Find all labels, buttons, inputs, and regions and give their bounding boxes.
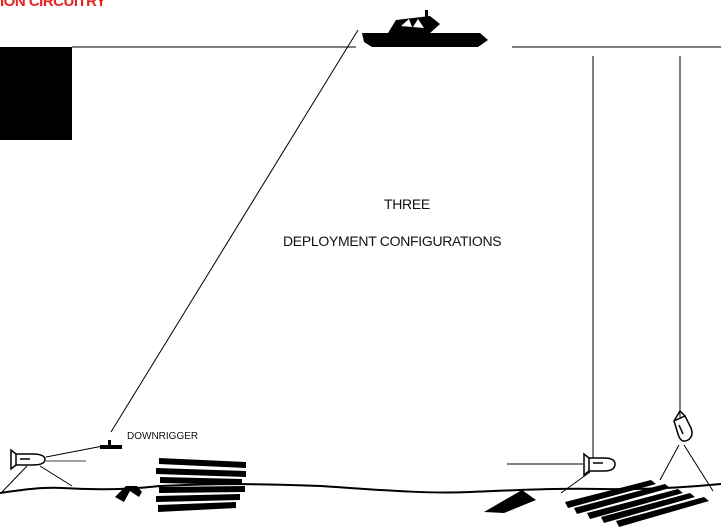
striped-target-right	[565, 480, 709, 527]
downrigger-tow-line	[45, 445, 104, 458]
left-beam-right	[39, 465, 73, 487]
caption-line-1: THREE	[384, 196, 430, 212]
tilted-sonar-head-icon	[673, 409, 693, 442]
right-towfish-beam	[560, 471, 591, 494]
right-towfish-icon	[583, 452, 616, 477]
sonar-head-beam-right	[683, 444, 714, 492]
downrigger-weight-icon	[100, 440, 122, 449]
page-header: ION CIRCUITRY	[0, 0, 106, 10]
boat-icon	[362, 10, 488, 47]
striped-target-middle	[156, 458, 246, 512]
downrigger-label: DOWNRIGGER	[127, 431, 199, 442]
tow-cable-diagonal	[110, 29, 359, 433]
caption-line-2: DEPLOYMENT CONFIGURATIONS	[283, 233, 502, 249]
left-beam-left	[1, 465, 28, 493]
left-towfish-icon	[10, 448, 46, 471]
black-tab-block	[0, 47, 72, 140]
seabed-target-arrow	[115, 486, 142, 502]
sonar-head-beam-left	[659, 444, 680, 481]
seabed-line	[0, 483, 721, 494]
seabed-wedge	[484, 490, 536, 513]
